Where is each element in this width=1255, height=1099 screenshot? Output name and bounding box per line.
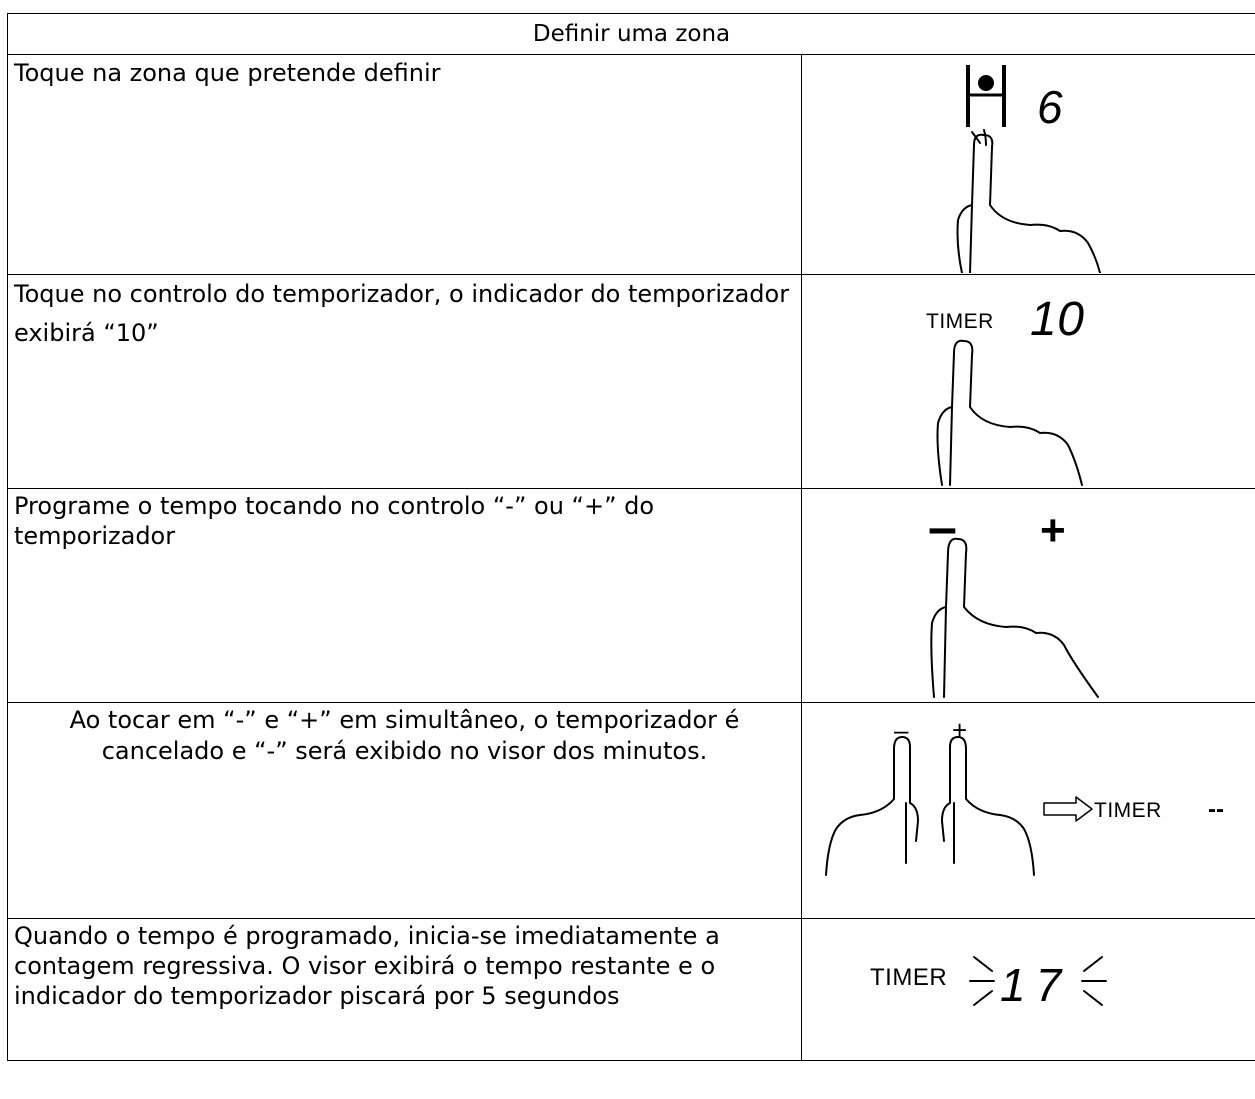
zone-touch-illustration: 6: [956, 65, 1101, 273]
plus-symbol: +: [1040, 506, 1066, 555]
display-value: 10: [1030, 293, 1084, 346]
minus-symbol: –: [928, 499, 957, 557]
instruction-text: Quando o tempo é programado, inicia-se i…: [7, 918, 802, 1061]
arrow-right-icon: [1043, 796, 1093, 822]
instruction-table: Definir uma zona Toque na zona que prete…: [6, 13, 1255, 1061]
timer-label: TIMER: [1094, 799, 1162, 822]
table-title: Definir uma zona: [6, 13, 1255, 55]
table-row: Toque no controlo do temporizador, o ind…: [7, 274, 1255, 489]
instruction-text-block: Ao tocar em “-” e “+” em simultâneo, o t…: [69, 706, 740, 765]
timer-label: TIMER: [870, 964, 947, 991]
hand-icon: [956, 129, 1101, 273]
illustration-cell: TIMER 10: [800, 274, 1255, 489]
countdown-illustration: TIMER 17: [870, 956, 1107, 1011]
cancel-timer-illustration: – + TIMER --: [825, 715, 1224, 876]
blink-right-icon: [1081, 956, 1107, 1006]
zone-h-icon: [966, 65, 1006, 127]
illustration-cell: TIMER 17: [800, 918, 1255, 1061]
illustration-cell: – +: [800, 488, 1255, 703]
table-row: Programe o tempo tocando no controlo “-”…: [7, 488, 1255, 703]
table-row: Ao tocar em “-” e “+” em simultâneo, o t…: [7, 702, 1255, 919]
illustration-cell: 6: [800, 54, 1255, 275]
left-hand-icon: [825, 736, 919, 876]
instruction-text: Toque na zona que pretende definir: [7, 54, 802, 275]
display-value: 17: [1000, 959, 1071, 1011]
right-hand-icon: [941, 736, 1035, 876]
hand-icon: [936, 339, 1083, 486]
timer-label: TIMER: [926, 310, 994, 333]
table-row: Quando o tempo é programado, inicia-se i…: [7, 918, 1255, 1061]
table-row: Toque na zona que pretende definir 6: [7, 54, 1255, 275]
display-digit: 6: [1037, 81, 1063, 133]
blink-left-icon: [969, 956, 995, 1006]
instruction-text: Toque no controlo do temporizador, o ind…: [7, 274, 802, 489]
timer-touch-illustration: TIMER 10: [926, 293, 1084, 486]
illustration-cell: – + TIMER --: [800, 702, 1255, 919]
instruction-text: Programe o tempo tocando no controlo “-”…: [7, 488, 802, 703]
hand-icon: [930, 537, 1099, 698]
minus-plus-touch-illustration: – +: [928, 499, 1099, 698]
header-row: Definir uma zona: [6, 13, 1255, 55]
display-value: --: [1208, 796, 1224, 823]
instruction-text: Ao tocar em “-” e “+” em simultâneo, o t…: [7, 702, 802, 919]
